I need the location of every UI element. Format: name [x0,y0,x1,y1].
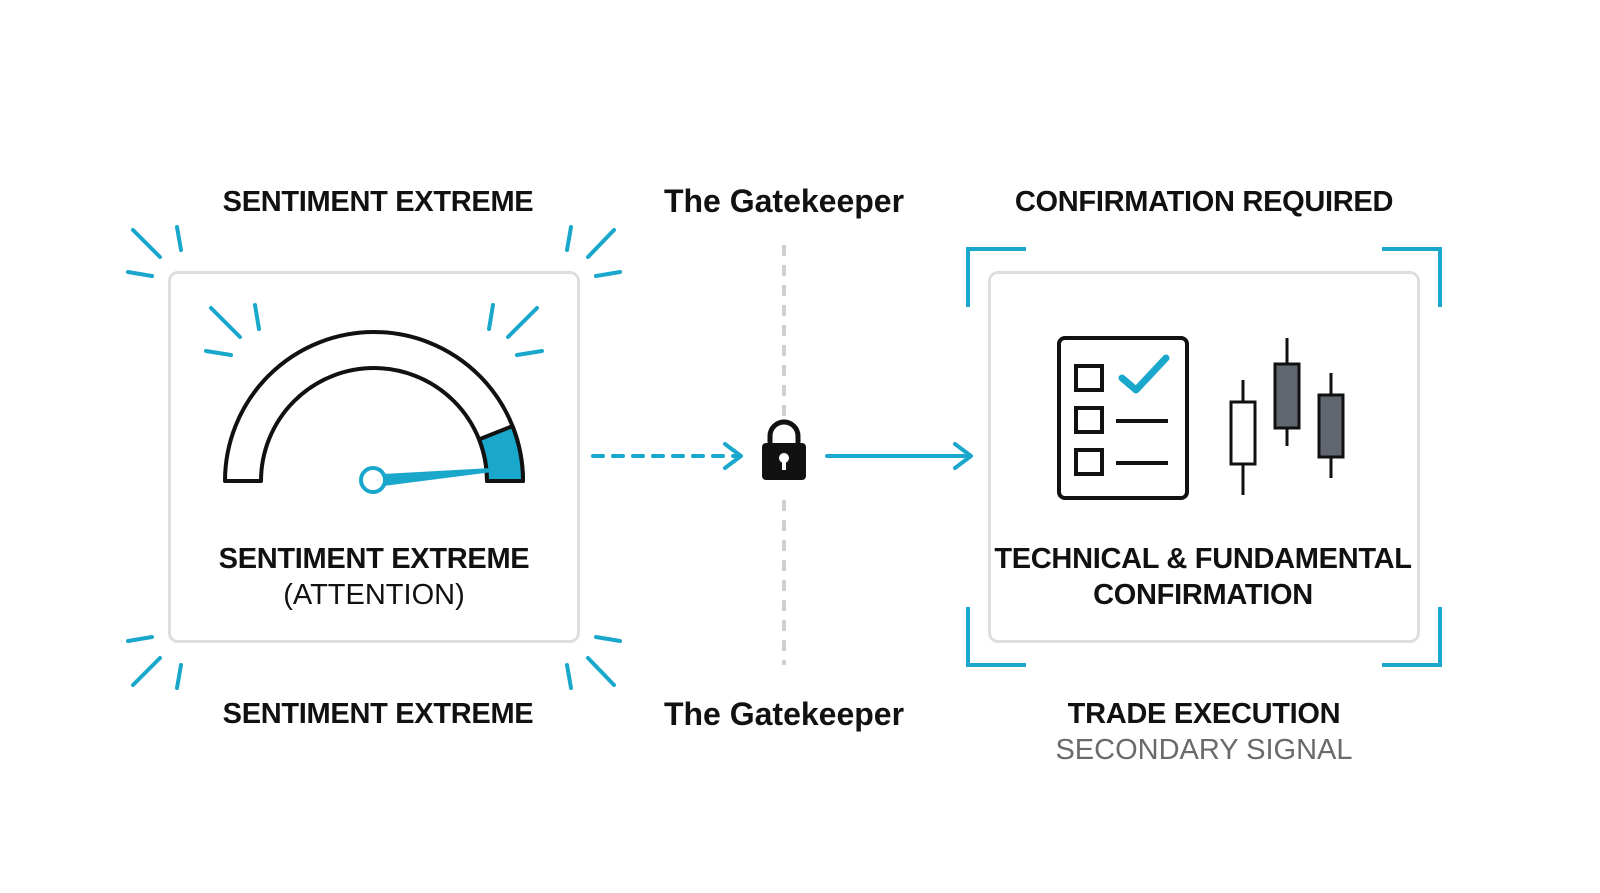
checklist-icon [1057,336,1189,500]
sentiment-bottom-label: SENTIMENT EXTREME [222,698,534,730]
confirmation-top-label: CONFIRMATION REQUIRED [1014,186,1394,218]
gauge-level-fill [477,424,525,483]
sentiment-card-title: SENTIMENT EXTREME [218,543,530,575]
gatekeeper-bottom-label: The Gatekeeper [663,696,905,732]
gauge-arc [223,330,525,483]
gauge-spark-icon [204,303,544,357]
sentiment-top-label: SENTIMENT EXTREME [222,186,534,218]
gauge-needle [381,468,494,486]
gauge-icon [204,303,544,494]
sentiment-card-subtitle: (ATTENTION) [283,579,465,611]
gatekeeper-top-label: The Gatekeeper [663,183,905,219]
check-mark-icon [1118,354,1170,394]
attention-burst-icon [126,225,622,690]
trade-execution-label: TRADE EXECUTION [1067,698,1341,730]
dashed-arrow-icon [591,442,743,470]
candlestick-chart-icon [1229,338,1345,495]
lock-icon [762,419,806,480]
focus-bracket-icon [966,247,1442,667]
gauge-pivot [359,466,387,494]
secondary-signal-label: SECONDARY SIGNAL [1055,734,1353,766]
confirmation-card-title-line1: TECHNICAL & FUNDAMENTAL [994,543,1412,575]
confirmation-card-title-line2: CONFIRMATION [1093,579,1313,611]
solid-arrow-icon [825,442,973,470]
